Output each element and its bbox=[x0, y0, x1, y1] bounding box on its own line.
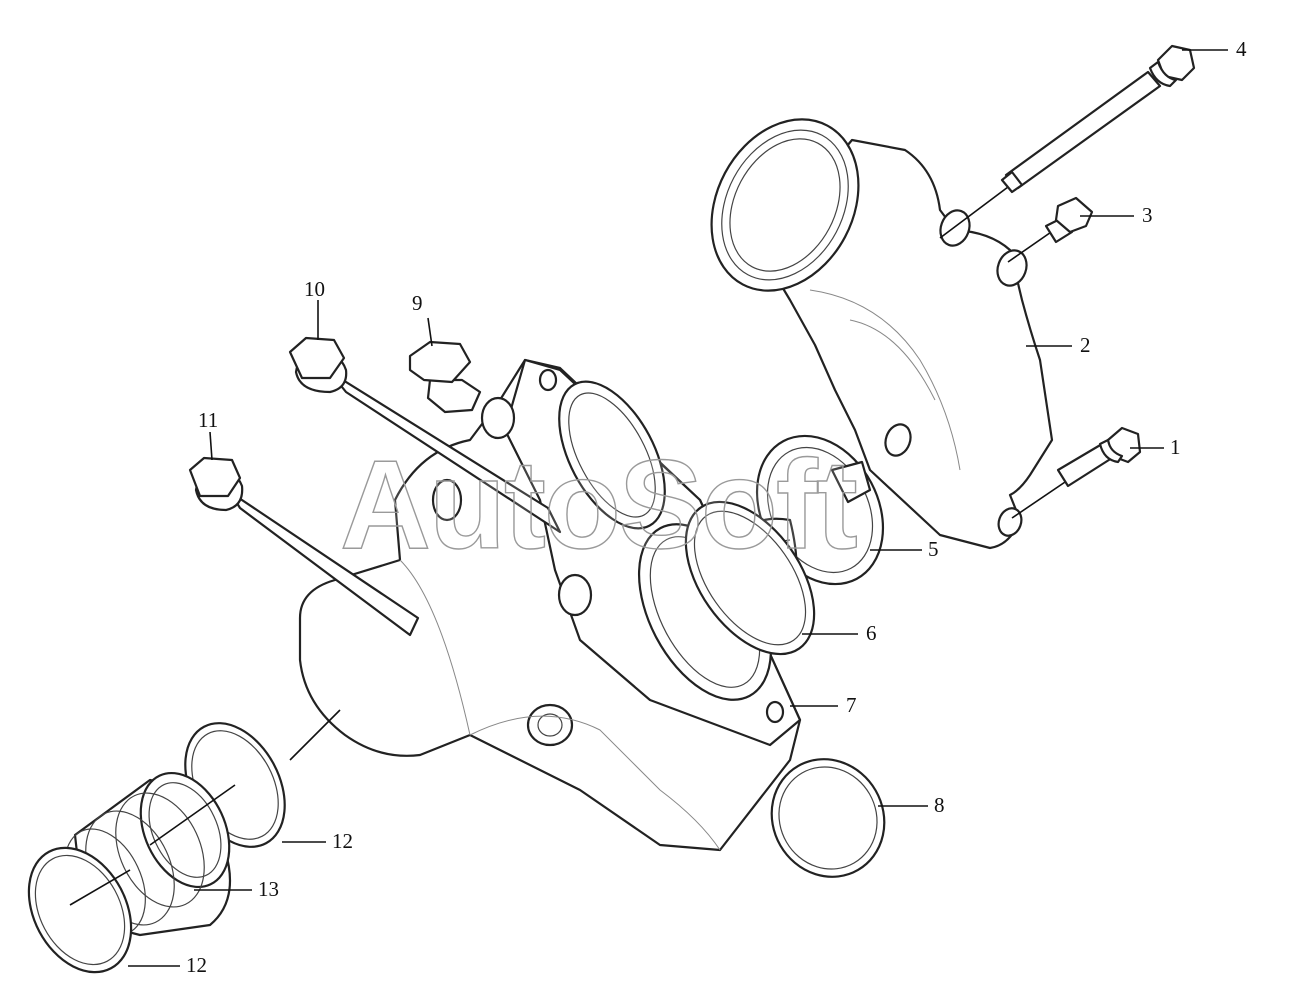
callout-label-13: 13 bbox=[258, 877, 279, 901]
callout-4: 4 bbox=[1182, 37, 1247, 61]
callout-10: 10 bbox=[304, 277, 325, 340]
callout-label-1: 1 bbox=[1170, 435, 1181, 459]
callout-label-12-lower: 12 bbox=[186, 953, 207, 977]
callout-2: 2 bbox=[1026, 333, 1091, 357]
short-bolt-part-3 bbox=[1007, 196, 1094, 263]
callout-label-4: 4 bbox=[1236, 37, 1247, 61]
callout-8: 8 bbox=[878, 793, 945, 817]
callout-label-9: 9 bbox=[412, 291, 423, 315]
callout-label-2: 2 bbox=[1080, 333, 1091, 357]
long-bolt-part-4 bbox=[939, 44, 1196, 239]
plug-part-9 bbox=[408, 340, 482, 414]
callout-5: 5 bbox=[870, 537, 939, 561]
callout-12-upper: 12 bbox=[282, 829, 353, 853]
o-ring-part-8 bbox=[770, 758, 886, 878]
thermostat-cover-part-2 bbox=[710, 118, 1054, 550]
callout-label-8: 8 bbox=[934, 793, 945, 817]
callout-label-6: 6 bbox=[866, 621, 877, 645]
callout-7: 7 bbox=[790, 693, 857, 717]
callout-label-10: 10 bbox=[304, 277, 325, 301]
callout-9: 9 bbox=[412, 291, 433, 347]
bolt-part-10 bbox=[288, 336, 562, 534]
callout-label-5: 5 bbox=[928, 537, 939, 561]
callout-label-11: 11 bbox=[198, 408, 218, 432]
callout-6: 6 bbox=[802, 621, 877, 645]
callout-3: 3 bbox=[1080, 203, 1153, 227]
gasket-part-6 bbox=[684, 500, 816, 656]
watermark-text: AutoSoft bbox=[340, 434, 857, 575]
callout-13: 13 bbox=[194, 877, 279, 901]
callout-1: 1 bbox=[1130, 435, 1181, 459]
callout-label-7: 7 bbox=[846, 693, 857, 717]
thermostat-housing-part-7 bbox=[298, 358, 802, 852]
callout-label-3: 3 bbox=[1142, 203, 1153, 227]
o-ring-part-12-lower bbox=[27, 846, 133, 974]
bolt-part-1 bbox=[1011, 426, 1142, 519]
callout-12-lower: 12 bbox=[128, 953, 207, 977]
assembly-axis-lines bbox=[69, 709, 341, 906]
bolt-part-11 bbox=[188, 456, 420, 637]
callout-label-12-upper: 12 bbox=[332, 829, 353, 853]
callout-11: 11 bbox=[198, 408, 218, 461]
